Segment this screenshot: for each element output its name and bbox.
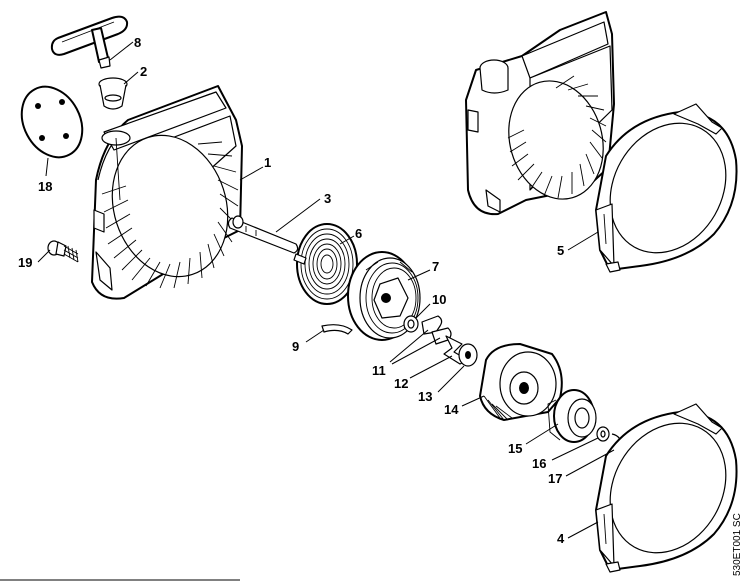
label-part-9: 9 xyxy=(292,339,299,354)
part-9-rope xyxy=(321,324,353,335)
leader-15 xyxy=(525,423,559,445)
leader-11a xyxy=(389,329,429,363)
part-16-washer xyxy=(596,426,610,442)
drawing-code: 530ET001 SC xyxy=(732,513,743,576)
label-part-18: 18 xyxy=(38,179,52,194)
part-7-rope-rotor xyxy=(347,251,421,341)
part-14-pulley xyxy=(479,343,563,421)
leader-1 xyxy=(239,166,264,181)
leader-9 xyxy=(305,329,325,343)
label-part-19: 19 xyxy=(18,255,32,270)
leader-4 xyxy=(567,521,599,539)
part-labels: 8 2 18 1 3 6 7 9 10 11 12 13 14 15 16 17… xyxy=(18,35,565,546)
label-part-6: 6 xyxy=(355,226,362,241)
leader-16 xyxy=(551,437,599,461)
label-part-16: 16 xyxy=(532,456,546,471)
label-part-4: 4 xyxy=(557,531,565,546)
part-3-shaft xyxy=(227,215,299,254)
part-15-hub xyxy=(547,389,597,443)
label-part-1: 1 xyxy=(264,155,271,170)
part-18-cover-plate xyxy=(20,85,84,159)
leader-8 xyxy=(109,41,134,61)
label-part-14: 14 xyxy=(444,402,459,417)
leader-5 xyxy=(567,231,599,251)
leader-7 xyxy=(407,269,431,281)
assembled-fan-housing xyxy=(465,11,615,216)
label-part-7: 7 xyxy=(432,259,439,274)
leader-13 xyxy=(437,365,465,393)
part-6-rewind-spring xyxy=(293,223,358,305)
leader-14 xyxy=(461,395,485,407)
part-2-rope-guide-bush xyxy=(98,77,128,110)
label-part-2: 2 xyxy=(140,64,147,79)
leader-10 xyxy=(415,303,431,319)
label-part-15: 15 xyxy=(508,441,522,456)
label-part-8: 8 xyxy=(134,35,141,50)
part-1-fan-housing xyxy=(91,85,243,300)
label-part-17: 17 xyxy=(548,471,562,486)
leader-18 xyxy=(45,157,49,177)
part-4-fan-cover xyxy=(595,403,738,573)
leader-3 xyxy=(275,198,321,233)
part-10-washer xyxy=(403,315,419,333)
part-13-washer xyxy=(458,343,478,367)
part-5-fan-cover xyxy=(595,103,738,273)
leader-11b xyxy=(391,337,441,365)
leader-17 xyxy=(565,449,615,477)
part-8-starter-grip xyxy=(50,15,129,69)
label-part-12: 12 xyxy=(394,376,408,391)
label-part-11: 11 xyxy=(372,363,386,378)
label-part-3: 3 xyxy=(324,191,331,206)
label-part-5: 5 xyxy=(557,243,564,258)
leader-6 xyxy=(339,235,355,245)
part-19-screw xyxy=(47,240,79,263)
leader-lines xyxy=(0,41,615,581)
label-part-13: 13 xyxy=(418,389,432,404)
leader-19 xyxy=(37,249,51,263)
leader-2 xyxy=(123,71,139,85)
label-part-10: 10 xyxy=(432,292,446,307)
leader-12 xyxy=(409,355,453,379)
